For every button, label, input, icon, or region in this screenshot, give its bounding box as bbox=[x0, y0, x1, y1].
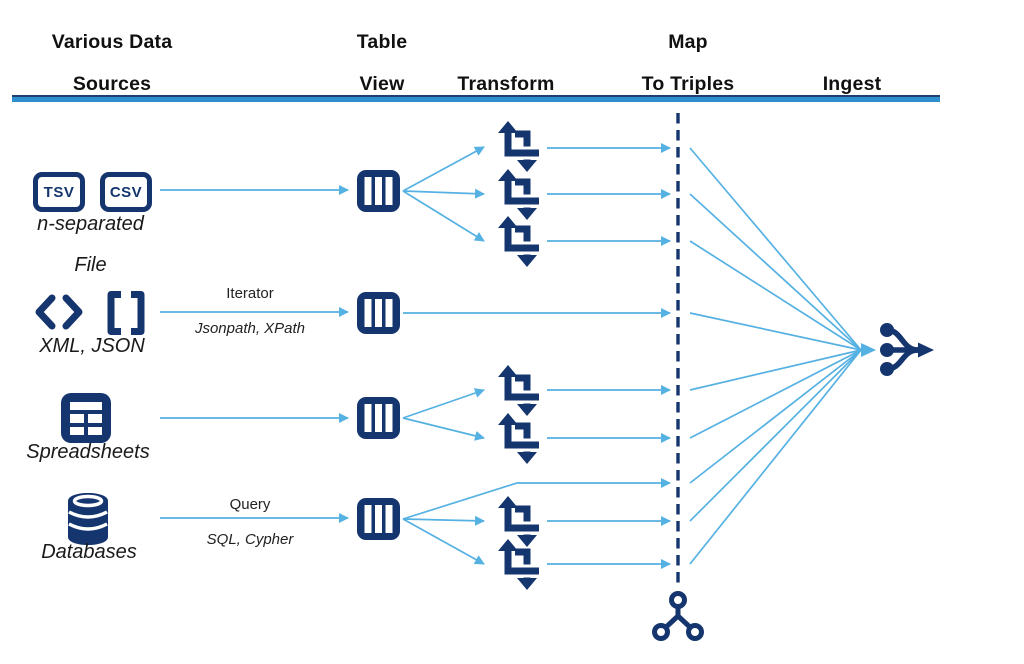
fan-arrow bbox=[402, 518, 485, 565]
database-icon bbox=[68, 493, 108, 545]
xmljson-label: XML, JSON bbox=[39, 335, 145, 357]
delimited-label-line2: File bbox=[74, 254, 107, 276]
converge-line bbox=[689, 240, 862, 351]
transform-icon bbox=[491, 215, 543, 267]
header-table-line1: Table bbox=[356, 31, 408, 53]
converge-line bbox=[689, 349, 862, 391]
spreadsheet-icon bbox=[61, 393, 111, 443]
table-view-icon-row3 bbox=[356, 396, 401, 440]
iterator-edge-label: Iterator bbox=[226, 285, 274, 302]
csv-file-icon: CSV bbox=[100, 172, 152, 212]
fan-arrow bbox=[402, 417, 485, 441]
query-edge-label: Query bbox=[229, 496, 271, 513]
converge-line bbox=[689, 349, 862, 484]
header-map-line2: To Triples bbox=[641, 73, 735, 95]
fan-arrow bbox=[402, 515, 485, 526]
transform-icon bbox=[491, 364, 543, 416]
converge-line bbox=[689, 349, 862, 439]
databases-label: Databases bbox=[41, 541, 137, 563]
header-various-data-line2: Sources bbox=[72, 73, 152, 95]
delimited-label-line1: n-separated bbox=[37, 213, 144, 235]
fan-arrow bbox=[402, 188, 485, 199]
csv-label: CSV bbox=[109, 183, 143, 201]
header-transform: Transform bbox=[457, 73, 555, 95]
table-view-icon-row4 bbox=[356, 497, 401, 541]
header-map-line1: Map bbox=[668, 31, 708, 53]
converge-line bbox=[689, 312, 862, 351]
converge-line bbox=[689, 193, 862, 351]
transform-icon bbox=[491, 120, 543, 172]
table-view-icon-row1 bbox=[356, 169, 401, 213]
header-various-data-line1: Various Data bbox=[51, 31, 173, 53]
sql-cypher-edge-label: SQL, Cypher bbox=[206, 531, 294, 548]
spreadsheets-label: Spreadsheets bbox=[26, 441, 150, 463]
xml-brackets-icon bbox=[35, 294, 83, 330]
converge-line bbox=[689, 349, 862, 565]
ingest-merge-icon bbox=[880, 323, 934, 376]
header-table-line2: View bbox=[359, 73, 405, 95]
converge-arrowhead bbox=[861, 343, 876, 357]
fan-arrow bbox=[402, 146, 485, 192]
table-view-icon-row2 bbox=[356, 291, 401, 335]
json-brackets-icon bbox=[107, 291, 145, 335]
header-underline bbox=[12, 95, 940, 102]
header-ingest: Ingest bbox=[822, 73, 882, 95]
converge-line bbox=[689, 349, 862, 522]
tsv-file-icon: TSV bbox=[33, 172, 85, 212]
transform-icon bbox=[491, 168, 543, 220]
fan-arrow bbox=[402, 190, 485, 242]
converge-line bbox=[689, 147, 862, 351]
transform-icon bbox=[491, 412, 543, 464]
triples-graph-icon bbox=[652, 591, 704, 641]
transform-icon bbox=[491, 538, 543, 590]
arrow-bypass-to-map bbox=[402, 478, 671, 520]
fan-arrow bbox=[402, 388, 485, 419]
tsv-label: TSV bbox=[43, 183, 75, 201]
jsonpath-xpath-edge-label: Jsonpath, XPath bbox=[194, 320, 306, 337]
